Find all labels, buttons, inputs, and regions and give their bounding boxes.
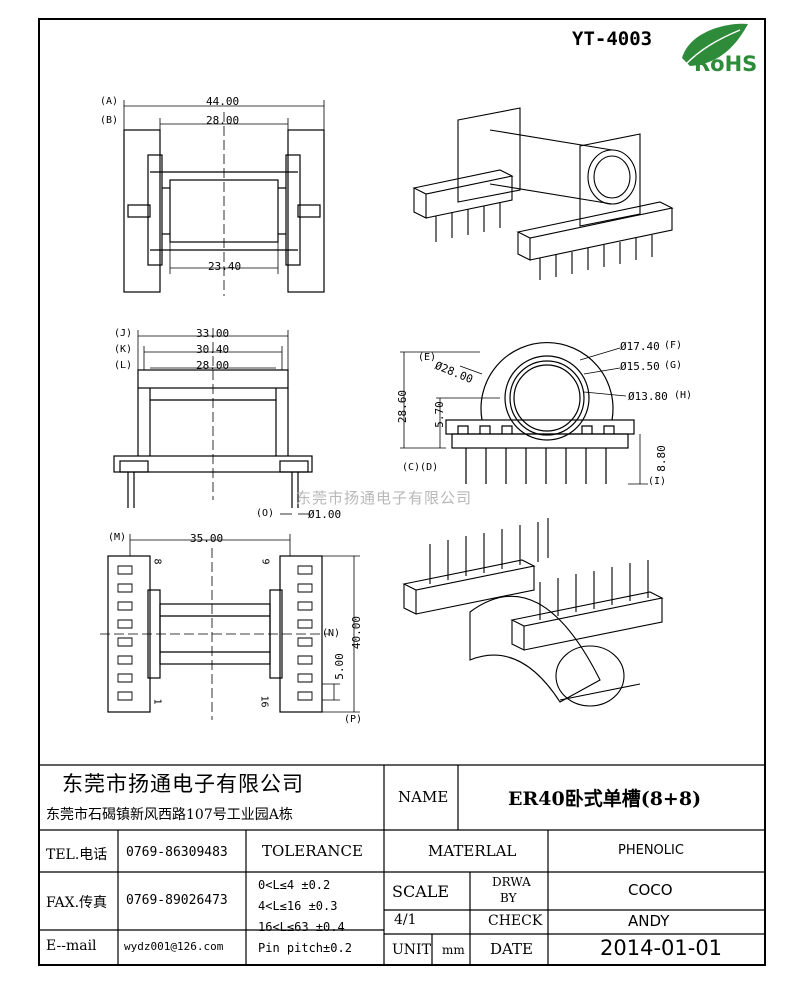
product-name: ER40卧式单槽(8+8) <box>508 788 702 810</box>
pin-label-1: 1 <box>151 698 163 705</box>
check-by-value: ANDY <box>628 912 670 930</box>
title-block-grid <box>38 764 766 966</box>
dim-j: 33.00 <box>196 327 230 340</box>
email-label: E--mail <box>46 938 97 954</box>
ref-f: (F) <box>664 340 683 351</box>
side-view-pins <box>465 448 607 484</box>
dim-h: Ø13.80 <box>628 390 668 403</box>
draw-label-1: DRWA <box>492 875 531 889</box>
ref-m: (M) <box>108 532 127 543</box>
dim-inner: 23.40 <box>208 260 242 273</box>
email-value: wydz001@126.com <box>124 940 224 953</box>
unit-label: UNIT <box>392 942 431 958</box>
name-label: NAME <box>398 788 449 806</box>
pin-label-9: 9 <box>259 558 271 565</box>
scale-label: SCALE <box>392 882 450 901</box>
pin-label-8: 8 <box>151 558 163 565</box>
ref-o: (O) <box>256 508 275 519</box>
ref-p: (P) <box>344 714 363 725</box>
dim-n: 40.00 <box>350 615 364 650</box>
dim-o: Ø1.00 <box>308 508 342 521</box>
isometric-view-top <box>412 107 674 280</box>
tel-value: 0769-86309483 <box>126 845 228 860</box>
fax-value: 0769-89026473 <box>126 893 228 908</box>
ref-b: (B) <box>100 115 119 126</box>
ref-n: (N) <box>322 628 341 639</box>
unit-value: mm <box>442 943 465 957</box>
draw-by-value: COCO <box>628 881 673 899</box>
draw-label-2: BY <box>500 891 517 905</box>
bottom-view-pins <box>117 565 313 701</box>
tel-label: TEL.电话 <box>46 847 108 863</box>
scale-value: 4/1 <box>394 912 417 928</box>
tolerance-row-4: Pin pitch±0.2 <box>258 941 352 955</box>
isometric-view-bottom <box>402 518 664 707</box>
model-number: YT-4003 <box>572 28 653 50</box>
dim-l: 28.00 <box>196 359 230 372</box>
watermark: 东莞市扬通电子有限公司 <box>296 489 473 507</box>
ref-a: (A) <box>100 96 119 107</box>
side-view-dims <box>400 347 648 485</box>
top-view-dims <box>123 100 325 296</box>
front-view-dims <box>137 328 310 515</box>
ref-j: (J) <box>114 328 133 339</box>
dim-m: 35.00 <box>190 532 224 545</box>
rohs-leaf-icon <box>682 23 748 66</box>
dim-pitch: 5.00 <box>332 653 346 680</box>
drawing-frame <box>38 18 766 966</box>
dim-g: Ø15.50 <box>620 360 660 373</box>
dim-570: 5.70 <box>432 401 446 428</box>
tolerance-row-3: 16<L≤63 ±0.4 <box>258 920 345 934</box>
pin-label-16: 16 <box>258 695 270 708</box>
side-view-outline <box>445 342 635 449</box>
tolerance-row-1: 0<L≤4 ±0.2 <box>258 878 331 892</box>
dim-b: 28.00 <box>206 114 240 127</box>
dim-880: 8.80 <box>654 445 668 472</box>
rohs-label: RoHS <box>694 52 758 76</box>
company-address: 东莞市石碣镇新风西路107号工业园A栋 <box>46 807 293 823</box>
dim-a: 44.00 <box>206 95 240 108</box>
dim-height: 28.60 <box>396 389 410 424</box>
ref-l: (L) <box>114 360 133 371</box>
top-view-outline <box>123 129 325 293</box>
bottom-view-dims <box>100 534 360 720</box>
ref-h: (H) <box>674 390 693 401</box>
fax-label: FAX.传真 <box>46 895 108 911</box>
ref-k: (K) <box>114 344 133 355</box>
ref-i: (I) <box>648 476 667 487</box>
tolerance-row-2: 4<L≤16 ±0.3 <box>258 899 338 913</box>
dim-k: 30.40 <box>196 343 230 356</box>
company-name: 东莞市扬通电子有限公司 <box>62 772 304 796</box>
material-label: MATERLAL <box>428 842 517 860</box>
ref-e: (E) <box>418 352 437 363</box>
date-value: 2014-01-01 <box>600 936 723 960</box>
material-value: PHENOLIC <box>618 843 684 858</box>
ref-g: (G) <box>664 360 683 371</box>
tolerance-label: TOLERANCE <box>262 842 363 860</box>
check-label: CHECK <box>488 913 543 929</box>
ref-cd: (C)(D) <box>402 462 439 473</box>
date-label: DATE <box>490 940 533 958</box>
dim-f: Ø17.40 <box>620 340 660 353</box>
